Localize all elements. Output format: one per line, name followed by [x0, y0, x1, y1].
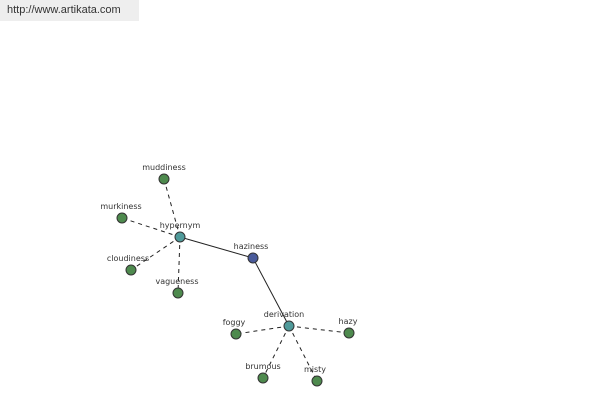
edge-derivation-misty	[288, 325, 318, 382]
edge-hypernym-cloudiness	[130, 236, 181, 271]
node-murkiness[interactable]	[116, 212, 128, 224]
node-label-vagueness[interactable]: vagueness	[155, 277, 198, 286]
node-muddiness[interactable]	[158, 173, 170, 185]
edge-derivation-brumous	[262, 325, 290, 379]
graph-nodes	[116, 173, 355, 387]
node-label-murkiness[interactable]: murkiness	[100, 202, 141, 211]
node-cloudiness[interactable]	[125, 264, 137, 276]
edge-derivation-hazy	[288, 325, 350, 334]
graph-edges	[121, 178, 350, 382]
node-label-foggy[interactable]: foggy	[223, 318, 246, 327]
graph-labels: haziness hypernym derivation muddiness murki…	[100, 163, 357, 374]
node-misty[interactable]	[311, 375, 323, 387]
node-label-misty[interactable]: misty	[304, 365, 326, 374]
node-hypernym[interactable]	[174, 231, 186, 243]
edge-haziness-derivation	[252, 257, 290, 327]
edge-haziness-hypernym	[179, 236, 254, 259]
node-label-hazy[interactable]: hazy	[339, 317, 358, 326]
node-hazy[interactable]	[343, 327, 355, 339]
node-brumous[interactable]	[257, 372, 269, 384]
node-label-muddiness[interactable]: muddiness	[142, 163, 186, 172]
edge-hypernym-vagueness	[177, 236, 181, 294]
node-label-cloudiness[interactable]: cloudiness	[107, 254, 149, 263]
node-foggy[interactable]	[230, 328, 242, 340]
node-haziness[interactable]	[247, 252, 259, 264]
node-derivation[interactable]	[283, 320, 295, 332]
node-label-haziness[interactable]: haziness	[234, 242, 269, 251]
node-label-hypernym[interactable]: hypernym	[160, 221, 201, 230]
node-label-brumous[interactable]: brumous	[245, 362, 280, 371]
edge-hypernym-murkiness	[121, 217, 181, 238]
edge-hypernym-muddiness	[163, 178, 181, 238]
source-url[interactable]: http://www.artikata.com	[0, 0, 139, 21]
node-vagueness[interactable]	[172, 287, 184, 299]
node-label-derivation[interactable]: derivation	[264, 310, 304, 319]
edge-derivation-foggy	[235, 325, 290, 335]
